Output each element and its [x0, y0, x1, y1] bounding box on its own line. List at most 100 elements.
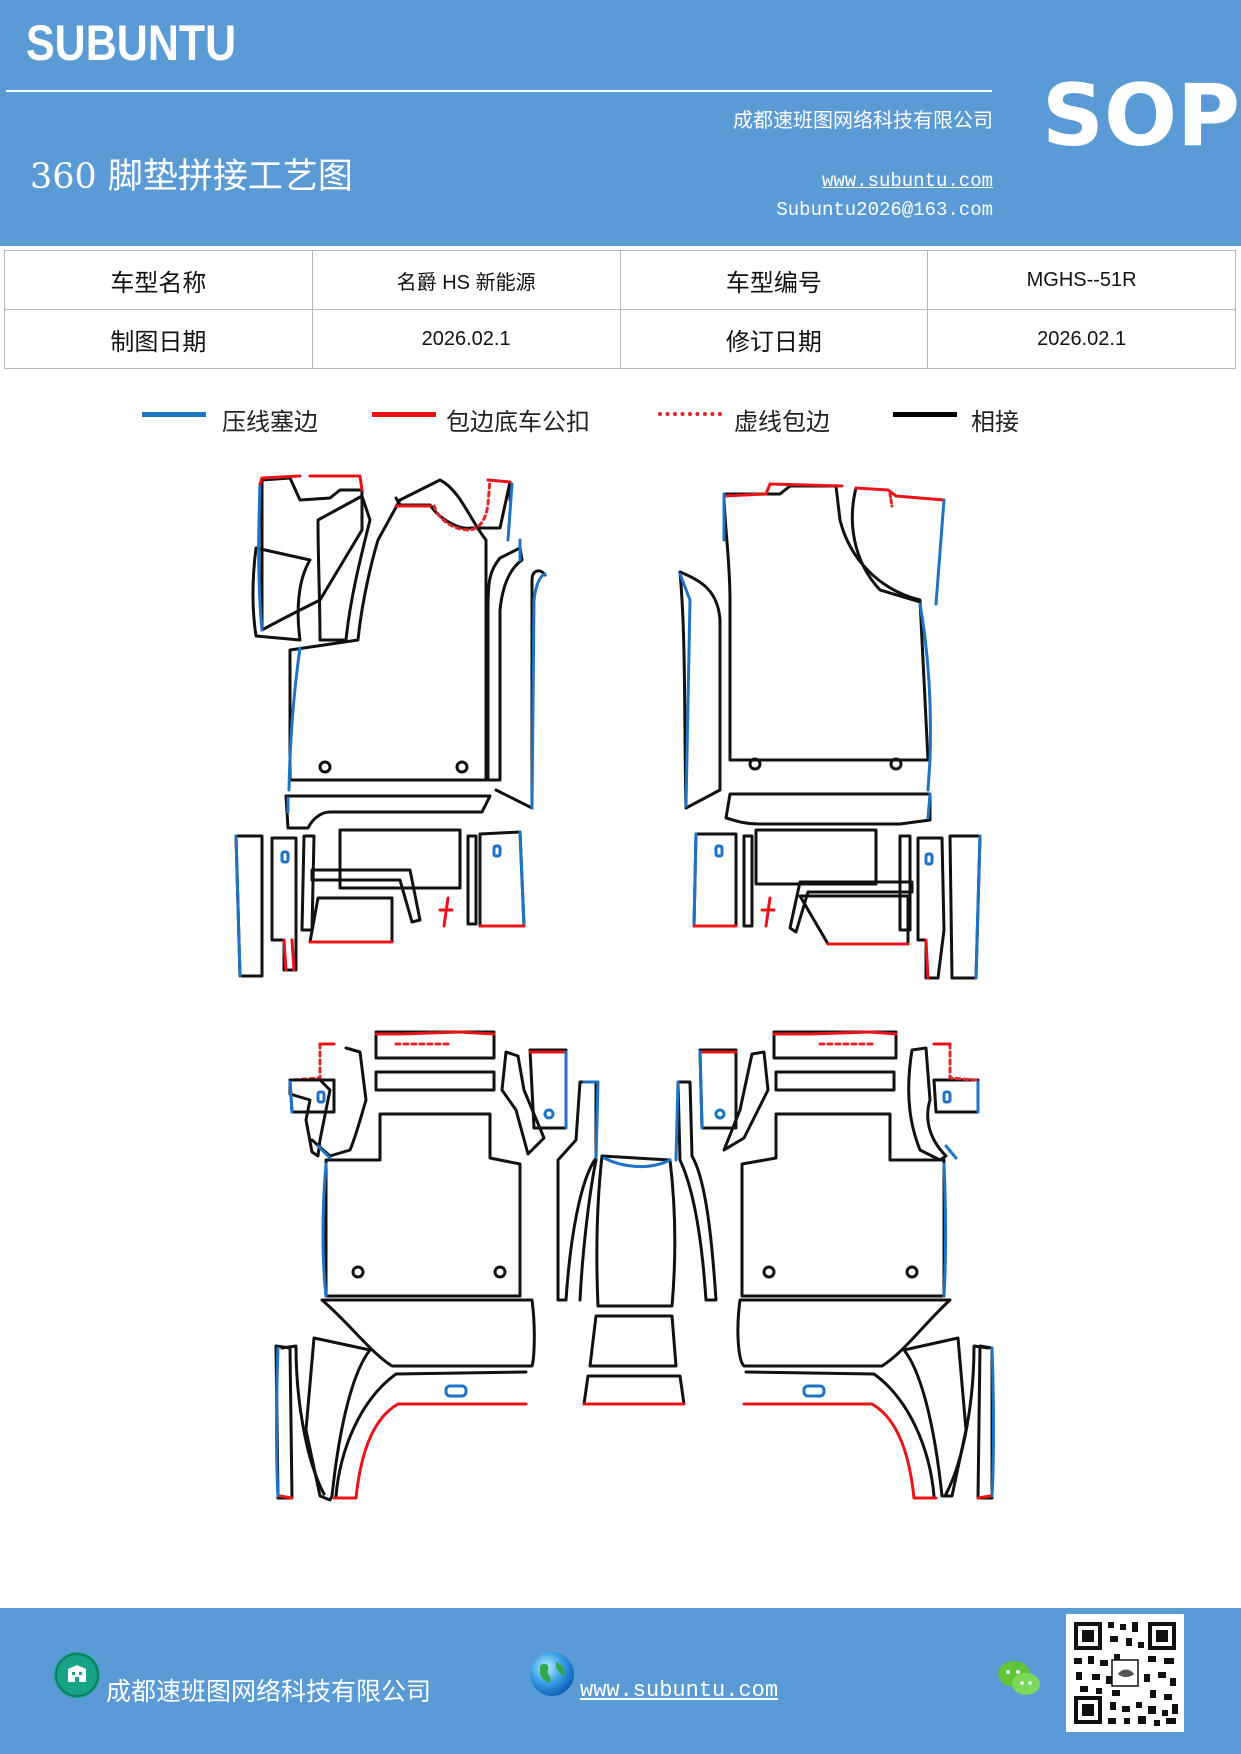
- footer-website-link[interactable]: www.subuntu.com: [580, 1678, 779, 1703]
- qr-code-image: [1066, 1614, 1184, 1732]
- mat-outline: [742, 834, 754, 928]
- mat-outline: [595, 1154, 677, 1308]
- floor-mat-diagram: [234, 474, 995, 1502]
- mat-outline: [944, 1344, 990, 1496]
- mat-outline: [466, 834, 478, 926]
- qr-code: [1066, 1614, 1184, 1732]
- mat-hole: [714, 1108, 726, 1120]
- mat-hole: [905, 1265, 919, 1279]
- wechat-icon[interactable]: [996, 1658, 1042, 1700]
- press-line-edge: [674, 1080, 680, 1162]
- clip-slot: [714, 844, 724, 858]
- mat-outline: [260, 476, 364, 632]
- wrap-edge: [854, 486, 946, 502]
- press-line-edge: [926, 792, 932, 820]
- mat-outline: [788, 880, 914, 934]
- draw-date-value: 2026.02.1: [311, 309, 621, 369]
- mat-outline: [284, 794, 492, 830]
- mat-hole: [318, 760, 332, 774]
- press-line-edge: [698, 1050, 704, 1130]
- press-line-edge: [934, 498, 946, 606]
- legend-label: 相接: [971, 408, 1019, 436]
- wrap-edge: [772, 1030, 898, 1036]
- wrap-edge: [438, 896, 454, 928]
- model-code-label: 车型编号: [619, 250, 929, 310]
- mat-outline: [478, 830, 526, 928]
- wrap-edge: [722, 482, 844, 498]
- press-line-edge: [321, 1162, 328, 1298]
- press-line-edge: [275, 1346, 280, 1498]
- header-divider: [6, 90, 992, 92]
- press-line-edge: [918, 602, 933, 792]
- mat-outline: [334, 1370, 528, 1498]
- dotted-wrap-edge: [290, 1042, 322, 1082]
- press-line-edge: [942, 1162, 947, 1298]
- draw-date-label: 制图日期: [4, 309, 313, 369]
- dotted-wrap-edge: [432, 478, 492, 532]
- press-line-edge: [234, 834, 242, 978]
- revise-date-value: 2026.02.1: [927, 309, 1236, 369]
- mat-outline: [902, 1336, 968, 1498]
- mat-hole: [762, 1265, 776, 1279]
- clip-slot: [942, 1090, 952, 1104]
- press-line-edge: [518, 830, 526, 928]
- mat-outline: [300, 834, 316, 932]
- legend-swatch-black: [893, 412, 957, 417]
- press-line-edge: [530, 572, 547, 810]
- document-title: 360 脚垫拼接工艺图: [30, 157, 353, 197]
- mat-rear-left: [274, 1030, 568, 1502]
- mat-outline: [932, 1078, 980, 1114]
- model-code-value: MGHS--51R: [927, 250, 1236, 310]
- press-line-edge: [287, 646, 302, 792]
- legend-swatch-red: [372, 412, 436, 417]
- mat-outline: [310, 868, 422, 924]
- line-legend: 压线塞边 包边底车公扣 虚线包边 相接: [0, 398, 1241, 444]
- table-row: 制图日期 2026.02.1 修订日期 2026.02.1: [4, 309, 1236, 369]
- press-line-edge: [582, 1080, 600, 1162]
- dotted-wrap-edge: [888, 492, 894, 508]
- mat-hole: [351, 1265, 365, 1279]
- clip-slot: [492, 844, 502, 858]
- clip-slot: [444, 1384, 468, 1398]
- header-banner: SUBUNTU 成都速班图网络科技有限公司 360 脚垫拼接工艺图 www.su…: [0, 0, 1241, 246]
- mat-outline: [722, 1050, 770, 1152]
- table-row: 车型名称 名爵 HS 新能源 车型编号 MGHS--51R: [4, 250, 1236, 310]
- company-icon: [54, 1652, 100, 1698]
- mat-outline: [676, 1080, 718, 1302]
- mat-outline: [304, 1336, 372, 1502]
- press-line-edge: [990, 1346, 995, 1498]
- mat-outline: [578, 1158, 598, 1302]
- mat-outline: [774, 1070, 896, 1092]
- mat-outline: [907, 1046, 948, 1162]
- press-line-edge: [602, 1156, 672, 1169]
- press-line-edge: [316, 1144, 332, 1160]
- header-email[interactable]: Subuntu2026@163.com: [776, 199, 993, 221]
- mat-front-right: [678, 482, 982, 980]
- press-line-edge: [506, 482, 514, 542]
- clip-slot: [802, 1384, 826, 1398]
- mat-outline: [316, 494, 372, 642]
- wrap-edge: [924, 938, 930, 980]
- mat-rear-right: [698, 1030, 995, 1500]
- clip-slot: [280, 850, 290, 864]
- mat-outline: [308, 896, 394, 944]
- model-name-value: 名爵 HS 新能源: [311, 250, 621, 310]
- wrap-edge: [278, 1494, 294, 1500]
- clip-slot: [924, 852, 934, 866]
- mat-outline: [736, 1298, 952, 1368]
- mat-outline: [270, 836, 298, 972]
- mat-outline: [374, 1070, 496, 1092]
- legend-label: 包边底车公扣: [446, 408, 590, 436]
- header-website-link[interactable]: www.subuntu.com: [821, 170, 993, 192]
- mat-outline: [976, 1344, 994, 1500]
- mat-outline: [588, 1314, 678, 1368]
- dotted-wrap-edge: [948, 1042, 978, 1082]
- wrap-edge: [486, 478, 512, 484]
- mat-outline: [486, 546, 524, 782]
- mat-outline: [722, 484, 930, 762]
- mat-hole: [455, 760, 469, 774]
- vehicle-info-table: 车型名称 名爵 HS 新能源 车型编号 MGHS--51R 制图日期 2026.…: [4, 250, 1236, 369]
- legend-label: 虚线包边: [734, 408, 830, 436]
- mat-outline: [556, 1080, 598, 1302]
- mat-outline: [582, 1374, 686, 1406]
